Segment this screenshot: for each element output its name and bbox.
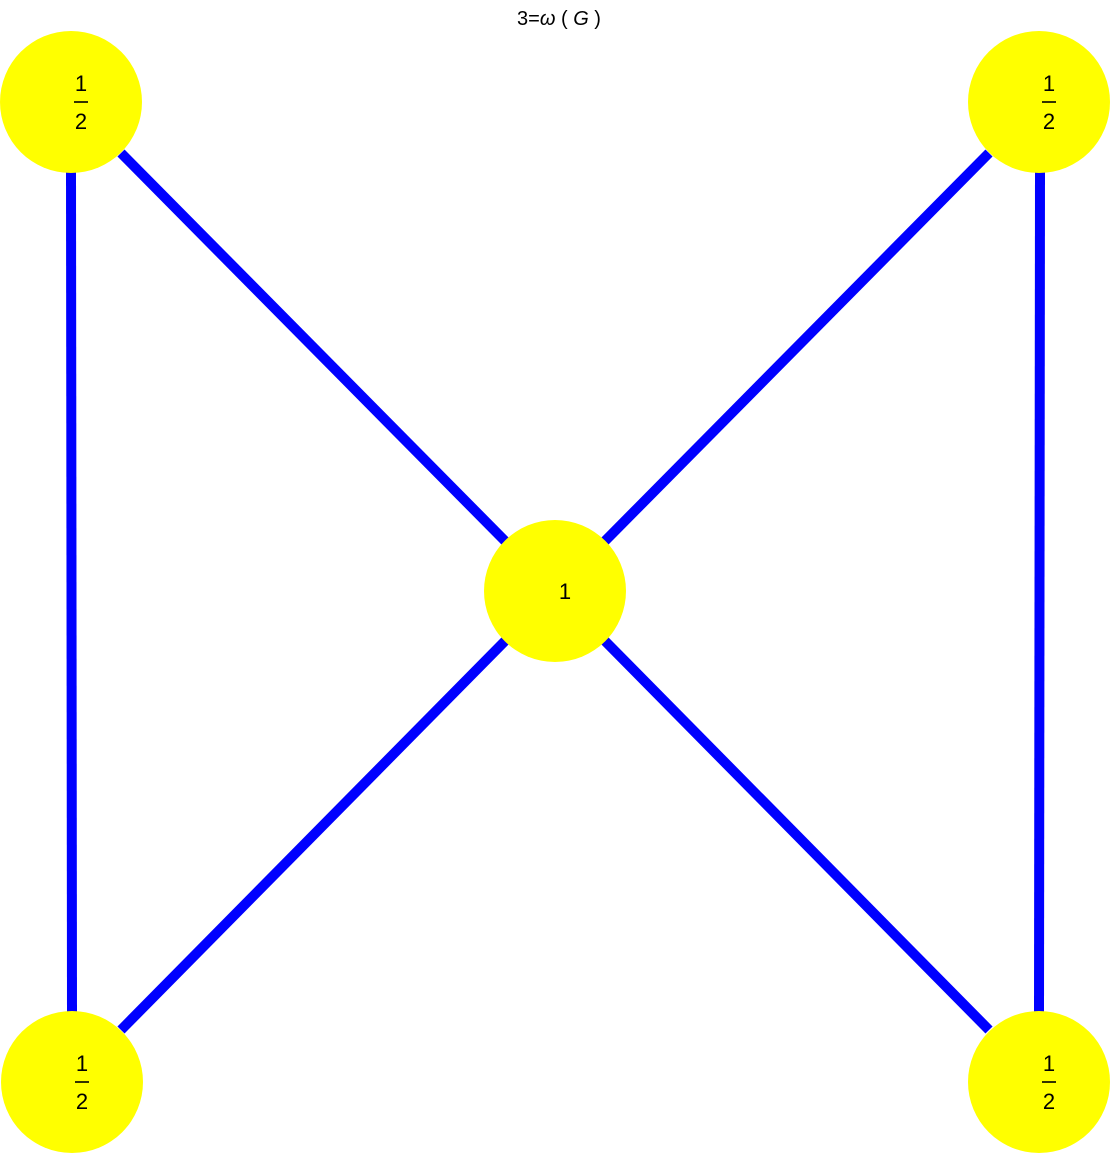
node-circle [1,1011,143,1153]
title-open-paren: ( [555,8,573,30]
edge-top-left-center [117,149,509,545]
fraction-numerator: 1 [76,1051,88,1076]
fraction-denominator: 2 [76,1089,88,1114]
node-top-left: 12 [0,31,142,173]
edge-layer [66,149,1045,1034]
node-center: 1 [484,520,626,662]
graph-title: 3=ω ( G ) [517,8,601,30]
node-bottom-right: 12 [968,1011,1110,1153]
node-circle [484,520,626,662]
node-bottom-left: 12 [1,1011,143,1153]
fraction-denominator: 2 [75,109,87,134]
node-circle [968,31,1110,173]
edge-top-left-bottom-left [66,171,77,1013]
node-circle [968,1011,1110,1153]
node-value: 1 [559,579,571,604]
fraction-denominator: 2 [1043,109,1055,134]
node-top-right: 12 [968,31,1110,173]
title-variable: G [573,8,589,30]
title-omega: ω [540,8,556,30]
title-close-paren: ) [589,8,601,30]
edge-top-right-bottom-right [1034,171,1045,1013]
fraction-numerator: 1 [1043,71,1055,96]
fraction-numerator: 1 [1043,1051,1055,1076]
edge-top-right-center [601,149,993,545]
fraction-denominator: 2 [1043,1089,1055,1114]
edge-center-bottom-right [601,637,993,1034]
node-circle [0,31,142,173]
title-prefix: 3= [517,8,540,30]
edge-center-bottom-left [117,637,509,1034]
fraction-numerator: 1 [75,71,87,96]
